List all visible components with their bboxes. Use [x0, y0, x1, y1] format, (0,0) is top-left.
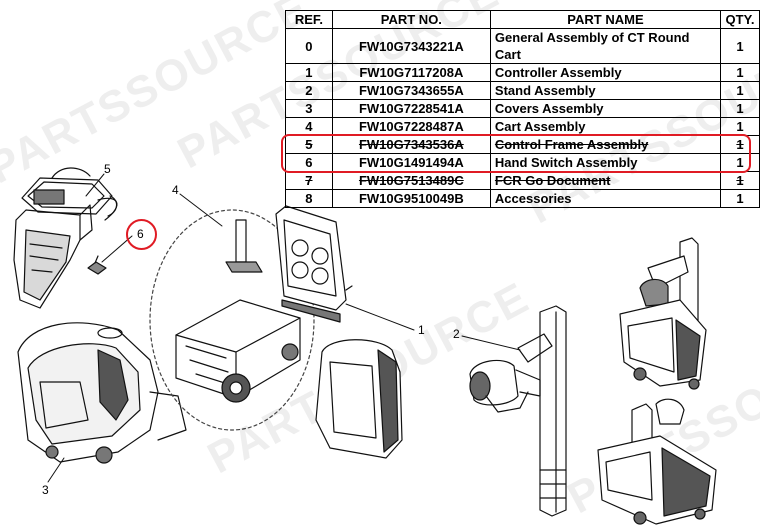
callout-2: 2: [453, 327, 460, 341]
cell-ref: 2: [285, 81, 333, 100]
callout-6-highlight-circle: [126, 219, 157, 250]
cell-part-name: Controller Assembly: [489, 63, 722, 82]
cell-ref: 1: [285, 63, 333, 82]
cell-part-name: Hand Switch Assembly: [489, 153, 722, 172]
cell-ref: 8: [285, 189, 333, 208]
row-6-highlight-outline: [281, 134, 751, 173]
assembled-unit-illustration: [619, 237, 707, 390]
cell-part-name: Covers Assembly: [489, 99, 722, 118]
cover-panel-illustration: [315, 339, 403, 459]
stand-assembly-illustration: [469, 305, 567, 517]
control-frame-illustration: [13, 167, 118, 309]
cell-part-no: FW10G9510049B: [331, 189, 491, 208]
cell-qty: 1: [720, 171, 760, 190]
header-part-no: PART NO.: [331, 10, 491, 29]
callout-5: 5: [104, 162, 111, 176]
table-row-highlighted: 6 FW10G1491494A Hand Switch Assembly 1: [285, 153, 760, 172]
cell-part-no: FW10G7513489C: [331, 171, 491, 190]
cell-ref: 3: [285, 99, 333, 118]
header-qty: QTY.: [720, 10, 760, 29]
callout-1: 1: [418, 323, 425, 337]
cell-ref: 0: [285, 28, 333, 64]
table-row: 7 FW10G7513489C FCR Go Document 1: [285, 171, 760, 190]
header-ref: REF.: [285, 10, 333, 29]
cell-part-name: Cart Assembly: [489, 117, 722, 136]
assembled-unit-rear-illustration: [597, 398, 717, 525]
cell-part-name: General Assembly of CT Round Cart: [489, 28, 722, 64]
table-row: 2 FW10G7343655A Stand Assembly 1: [285, 81, 760, 100]
cell-part-no: FW10G7228541A: [331, 99, 491, 118]
cell-ref: 4: [285, 117, 333, 136]
cell-qty: 1: [720, 117, 760, 136]
cell-part-no: FW10G7117208A: [331, 63, 491, 82]
table-row: 3 FW10G7228541A Covers Assembly 1: [285, 99, 760, 118]
cell-part-no: FW10G7343655A: [331, 81, 491, 100]
cell-qty: 1: [720, 28, 760, 64]
cell-part-name: Accessories: [489, 189, 722, 208]
table-row: 0 FW10G7343221A General Assembly of CT R…: [285, 28, 760, 64]
cell-part-no: FW10G7343221A: [331, 28, 491, 64]
callout-3: 3: [42, 483, 49, 497]
table-header-row: REF. PART NO. PART NAME QTY.: [285, 10, 760, 29]
cell-ref: 7: [285, 171, 333, 190]
cell-qty: 1: [720, 189, 760, 208]
cart-assembly-illustration: [149, 209, 315, 431]
parts-table: REF. PART NO. PART NAME QTY. 0 FW10G7343…: [285, 10, 760, 208]
controller-assembly-illustration: [275, 205, 353, 323]
table-row: 8 FW10G9510049B Accessories 1: [285, 189, 760, 208]
cell-part-no: FW10G7228487A: [331, 117, 491, 136]
cell-qty: 1: [720, 81, 760, 100]
callout-4: 4: [172, 183, 179, 197]
cell-qty: 1: [720, 63, 760, 82]
table-row: 4 FW10G7228487A Cart Assembly 1: [285, 117, 760, 136]
cell-part-name: Stand Assembly: [489, 81, 722, 100]
header-part-name: PART NAME: [489, 10, 722, 29]
table-row: 1 FW10G7117208A Controller Assembly 1: [285, 63, 760, 82]
covers-illustration: [17, 322, 187, 464]
cell-part-name: FCR Go Document: [489, 171, 722, 190]
leader-lines: [47, 173, 521, 483]
cell-qty: 1: [720, 99, 760, 118]
hand-switch-illustration: [87, 255, 107, 275]
